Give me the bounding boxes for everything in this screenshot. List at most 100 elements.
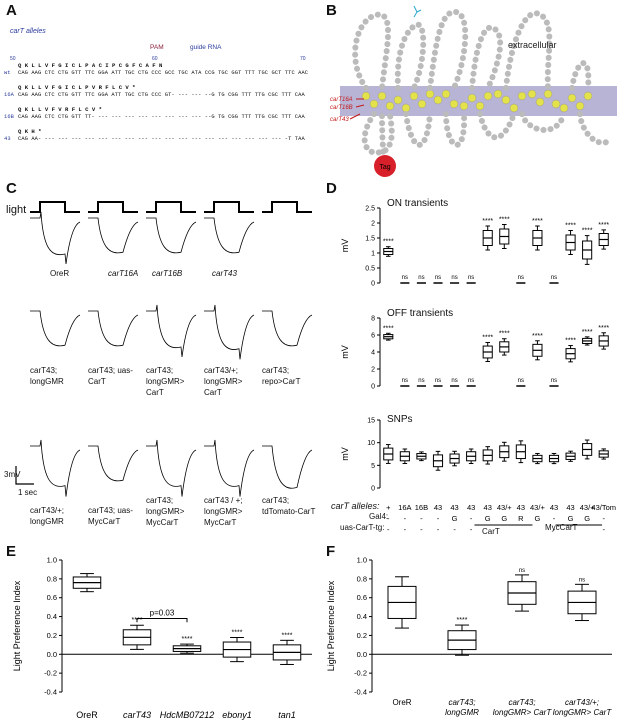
gal4-label: -: [470, 514, 473, 523]
gal4-label: -: [387, 514, 390, 523]
significance-label: ns: [418, 378, 424, 384]
significance-label: ns: [435, 378, 441, 384]
erg-trace: [262, 445, 313, 489]
seq-label-16b: 16B: [4, 114, 15, 120]
gal4-label: -: [553, 514, 556, 523]
erg-label-r3-3: carT43; longGMR> MycCarT: [146, 496, 185, 527]
erg-label-r2-3: carT43; longGMR> CarT: [146, 366, 185, 397]
significance-label: ****: [598, 325, 609, 332]
light-preference-f: -0.4-0.20.00.20.40.60.81.0****nsnsLight …: [326, 556, 612, 718]
erg-label-r1-2: carT16A: [108, 269, 139, 278]
y-tick-label: 0: [371, 486, 375, 493]
allele-label: 43: [484, 503, 492, 512]
uas-label: -: [437, 525, 440, 534]
significance-label: ns: [518, 378, 524, 384]
gal4-label: -: [420, 514, 423, 523]
y-tick-label: 4: [371, 350, 375, 357]
y-tick-label: -0.4: [354, 688, 367, 697]
allele-arrow-43: carT43: [330, 117, 349, 123]
allele-label: 43: [467, 503, 475, 512]
gal4-label: G: [568, 514, 574, 523]
y-tick-label: 0.8: [357, 574, 367, 583]
significance-label: ns: [468, 378, 474, 384]
y-axis-label: mV: [340, 447, 350, 461]
erg-trace: [262, 310, 313, 347]
category-label: tan1: [278, 710, 296, 720]
significance-label: ****: [232, 630, 243, 637]
erg-trace: [204, 439, 255, 497]
membrane-helices: [361, 89, 593, 113]
significance-label: ****: [457, 617, 468, 624]
significance-label: ns: [402, 378, 408, 384]
panel-label-b: B: [326, 2, 337, 19]
y-tick-label: 0.4: [47, 612, 57, 621]
erg-trace: [30, 310, 81, 347]
seq-row-wt: CAG AAG CTC CTG GTT TTC GGA ATT TGC CTG …: [18, 70, 309, 76]
panel-label-d: D: [326, 180, 337, 197]
gal4-label: G: [535, 514, 541, 523]
significance-label: ****: [565, 338, 576, 345]
y-axis-label: mV: [340, 239, 350, 253]
seq-label-wt: wt: [4, 70, 11, 76]
allele-label: 16B: [415, 503, 428, 512]
gal4-label: R: [518, 514, 524, 523]
position-50: 50: [10, 56, 16, 62]
allele-arrow-16b: carT16B: [330, 105, 353, 111]
allele-label: 43: [450, 503, 458, 512]
tag-label: Tag: [379, 164, 390, 171]
allele-label: 43: [566, 503, 574, 512]
aa-row-16a: Q K L L V F G I C L P V R F L C V *: [18, 84, 136, 91]
category-label: ebony1: [222, 710, 252, 720]
position-70: 70: [300, 56, 306, 62]
y-tick-label: 2: [371, 367, 375, 374]
erg-label-r3-1: carT43/+; longGMR: [30, 506, 65, 526]
allele-label: 43/+: [580, 503, 595, 512]
significance-label: ****: [282, 632, 293, 639]
y-tick-label: 10: [367, 440, 375, 447]
uas-label: -: [470, 525, 473, 534]
y-tick-label: 1: [371, 251, 375, 258]
uas-label: -: [387, 525, 390, 534]
light-label: light: [6, 204, 27, 216]
y-tick-label: 0.0: [357, 650, 367, 659]
significance-label: ****: [482, 218, 493, 225]
significance-label: ns: [418, 275, 424, 281]
y-tick-label: 0.6: [357, 593, 367, 602]
extracellular-label: extracellular: [508, 40, 557, 50]
erg-label-r2-2: carT43; uas-CarT: [88, 366, 133, 386]
category-label: OreR: [392, 698, 411, 707]
scale-bar: [15, 466, 34, 485]
erg-trace: [30, 211, 81, 265]
y-axis-label: Light Preference Index: [326, 580, 336, 671]
erg-label-r2-5: carT43; repo>CarT: [262, 366, 301, 386]
erg-label-r1-4: carT43: [212, 269, 237, 278]
uas-label: -: [453, 525, 456, 534]
category-label: HdcMB07212: [160, 710, 215, 720]
y-tick-label: -0.2: [44, 669, 57, 678]
significance-label: ****: [598, 222, 609, 229]
significance-label: ****: [182, 636, 193, 643]
extracellular-loops: [352, 9, 592, 91]
uas-label: -: [420, 525, 423, 534]
significance-label: ns: [451, 378, 457, 384]
erg-trace: [88, 217, 139, 254]
y-tick-label: 2.5: [365, 206, 375, 213]
allele-label: 43: [550, 503, 558, 512]
gal4-label: G: [452, 514, 458, 523]
y-axis-label: Light Preference Index: [12, 580, 22, 671]
significance-label: ****: [565, 223, 576, 230]
allele-label: 43/+: [530, 503, 545, 512]
aa-row-wt: Q K L L V F G I C L P A C I P C G F C A …: [18, 62, 163, 69]
uas-label: -: [553, 525, 556, 534]
erg-label-r1-3: carT16B: [152, 269, 183, 278]
y-tick-label: 6: [371, 333, 375, 340]
light-stimulus: [262, 201, 312, 213]
d-group-myccart: MycCarT: [545, 523, 578, 532]
significance-label: ns: [468, 275, 474, 281]
panel-label-c: C: [6, 180, 17, 197]
y-tick-label: 8: [371, 316, 375, 323]
d-title-off: OFF transients: [387, 308, 454, 319]
pam-label: PAM: [150, 44, 164, 51]
gal4-label: G: [485, 514, 491, 523]
y-tick-label: 0.2: [47, 631, 57, 640]
